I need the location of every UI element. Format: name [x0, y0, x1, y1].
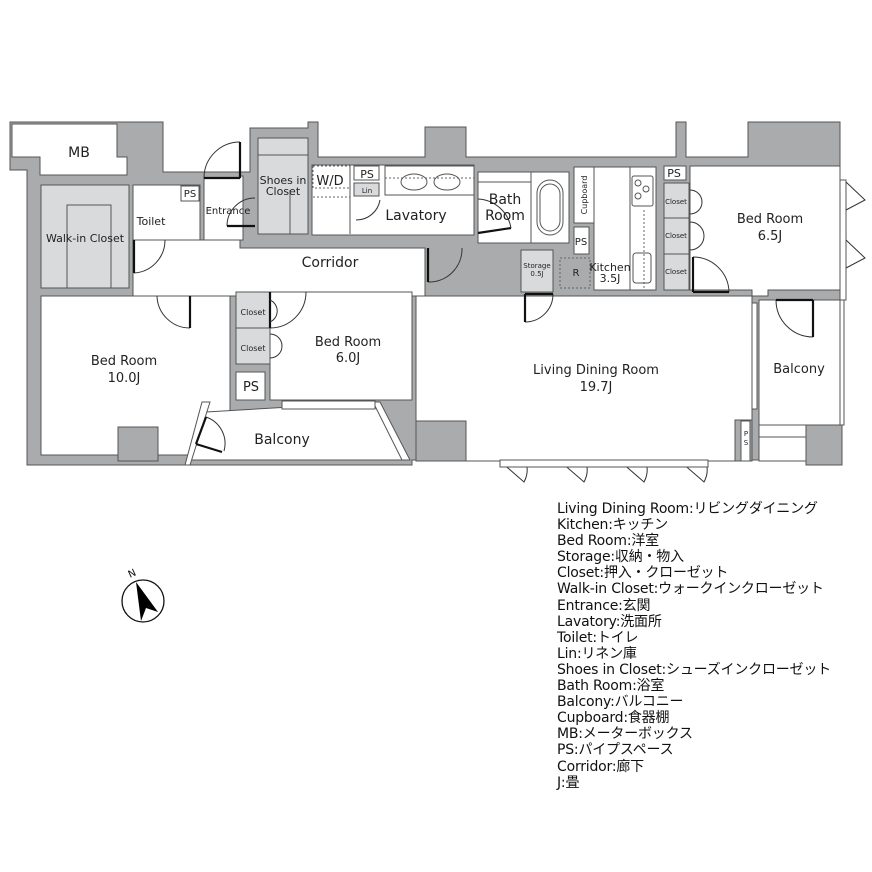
- legend-item: MB:メーターボックス: [557, 726, 693, 743]
- legend-item: Storage:収納・物入: [557, 549, 684, 566]
- ps-balcony-e-label-2: S: [744, 439, 749, 447]
- closet-mid-1-label: Closet: [241, 308, 266, 317]
- legend-item: Walk-in Closet:ウォークインクローゼット: [557, 581, 824, 598]
- ps-lavatory-label: PS: [360, 168, 374, 181]
- legend-item: Cupboard:食器棚: [557, 710, 670, 727]
- legend-item: Toilet:トイレ: [557, 629, 639, 646]
- closet-ne-1-label: Closet: [665, 198, 687, 206]
- shoes-in-closet-room: [257, 137, 309, 235]
- legend-item: Corridor:廊下: [557, 758, 644, 775]
- bed-room-w-label-2: 10.0J: [108, 371, 141, 386]
- mb-label: MB: [68, 145, 90, 161]
- refrigerator-label: R: [573, 268, 580, 279]
- lavatory-room: [311, 164, 475, 236]
- legend-item: Bed Room:洋室: [557, 533, 659, 550]
- legend-item: Kitchen:キッチン: [557, 517, 668, 534]
- room-labels: MB Walk-in Closet Toilet PS Entrance Sho…: [46, 145, 825, 448]
- shoes-in-closet-label-1: Shoes in: [260, 174, 307, 187]
- bed-room-mid-label-1: Bed Room: [315, 335, 381, 350]
- ps-mid-label: PS: [243, 380, 259, 395]
- stove-icon: [634, 179, 650, 200]
- rooms: [11, 123, 847, 466]
- bed-room-ne-label-1: Bed Room: [737, 212, 803, 227]
- ps-kitchen-label: PS: [575, 237, 587, 248]
- balcony-s: [189, 401, 409, 461]
- closet-mid-2-label: Closet: [241, 344, 266, 353]
- kitchen-label-2: 3.5J: [600, 272, 621, 285]
- bed-room-w-label-1: Bed Room: [91, 354, 157, 369]
- shoes-in-closet-label-2: Closet: [266, 185, 301, 198]
- ps-toilet-label: PS: [184, 189, 196, 200]
- balcony-e-label: Balcony: [773, 362, 825, 377]
- legend-item: Shoes in Closet:シューズインクローゼット: [557, 661, 831, 678]
- walk-in-closet-label: Walk-in Closet: [46, 232, 125, 245]
- lin-label: Lin: [362, 187, 372, 195]
- storage-label-1: Storage: [523, 262, 550, 270]
- legend-item: Lavatory:洗面所: [557, 613, 662, 630]
- entrance-label: Entrance: [206, 206, 251, 217]
- corridor-label: Corridor: [302, 255, 359, 271]
- mb-room: [11, 123, 128, 176]
- legend-item: Living Dining Room:リビングダイニング: [557, 501, 818, 517]
- doors: [132, 141, 866, 483]
- balcony-e: [758, 299, 843, 426]
- compass-icon: N: [121, 568, 165, 623]
- ps-kitchen-room: [573, 226, 590, 255]
- legend-item: Bath Room:浴室: [557, 678, 665, 695]
- storage-label-2: 0.5J: [530, 270, 543, 278]
- wd-label: W/D: [316, 174, 343, 189]
- ps-mid-room: [235, 371, 266, 401]
- bath-room-label-1: Bath: [489, 192, 522, 208]
- legend-item: PS:パイプスペース: [557, 742, 674, 759]
- legend-item: Lin:リネン庫: [557, 645, 637, 662]
- living-dining-room-label-1: Living Dining Room: [533, 363, 659, 378]
- closet-ne-2-label: Closet: [665, 232, 687, 240]
- toilet-label: Toilet: [136, 215, 166, 228]
- kitchen-label-1: Kitchen: [589, 261, 630, 274]
- legend-item: Balcony:バルコニー: [557, 694, 684, 711]
- walk-in-closet-room: [40, 184, 130, 289]
- north-label: N: [127, 568, 138, 581]
- ps-ne-label: PS: [667, 167, 681, 180]
- bed-room-mid: [269, 291, 413, 401]
- legend-item: Entrance:玄関: [557, 597, 651, 614]
- living-dining-room-label-2: 19.7J: [580, 380, 613, 395]
- lavatory-label: Lavatory: [385, 208, 446, 224]
- cupboard-label: Cupboard: [580, 176, 589, 215]
- ps-balcony-e-label-1: P: [744, 430, 748, 438]
- legend: Living Dining Room:リビングダイニング Kitchen:キッチ…: [557, 501, 831, 791]
- legend-item: Closet:押入・クローゼット: [557, 565, 729, 582]
- balcony-s-label: Balcony: [254, 432, 310, 448]
- closet-ne-3-label: Closet: [665, 268, 687, 276]
- ps-ne-room: [663, 165, 687, 181]
- storage-room: [520, 249, 554, 293]
- bed-room-ne-label-2: 6.5J: [758, 229, 783, 244]
- bed-room-mid-label-2: 6.0J: [336, 351, 361, 366]
- bath-room-label-2: Room: [485, 208, 525, 224]
- legend-item: J:畳: [557, 774, 580, 791]
